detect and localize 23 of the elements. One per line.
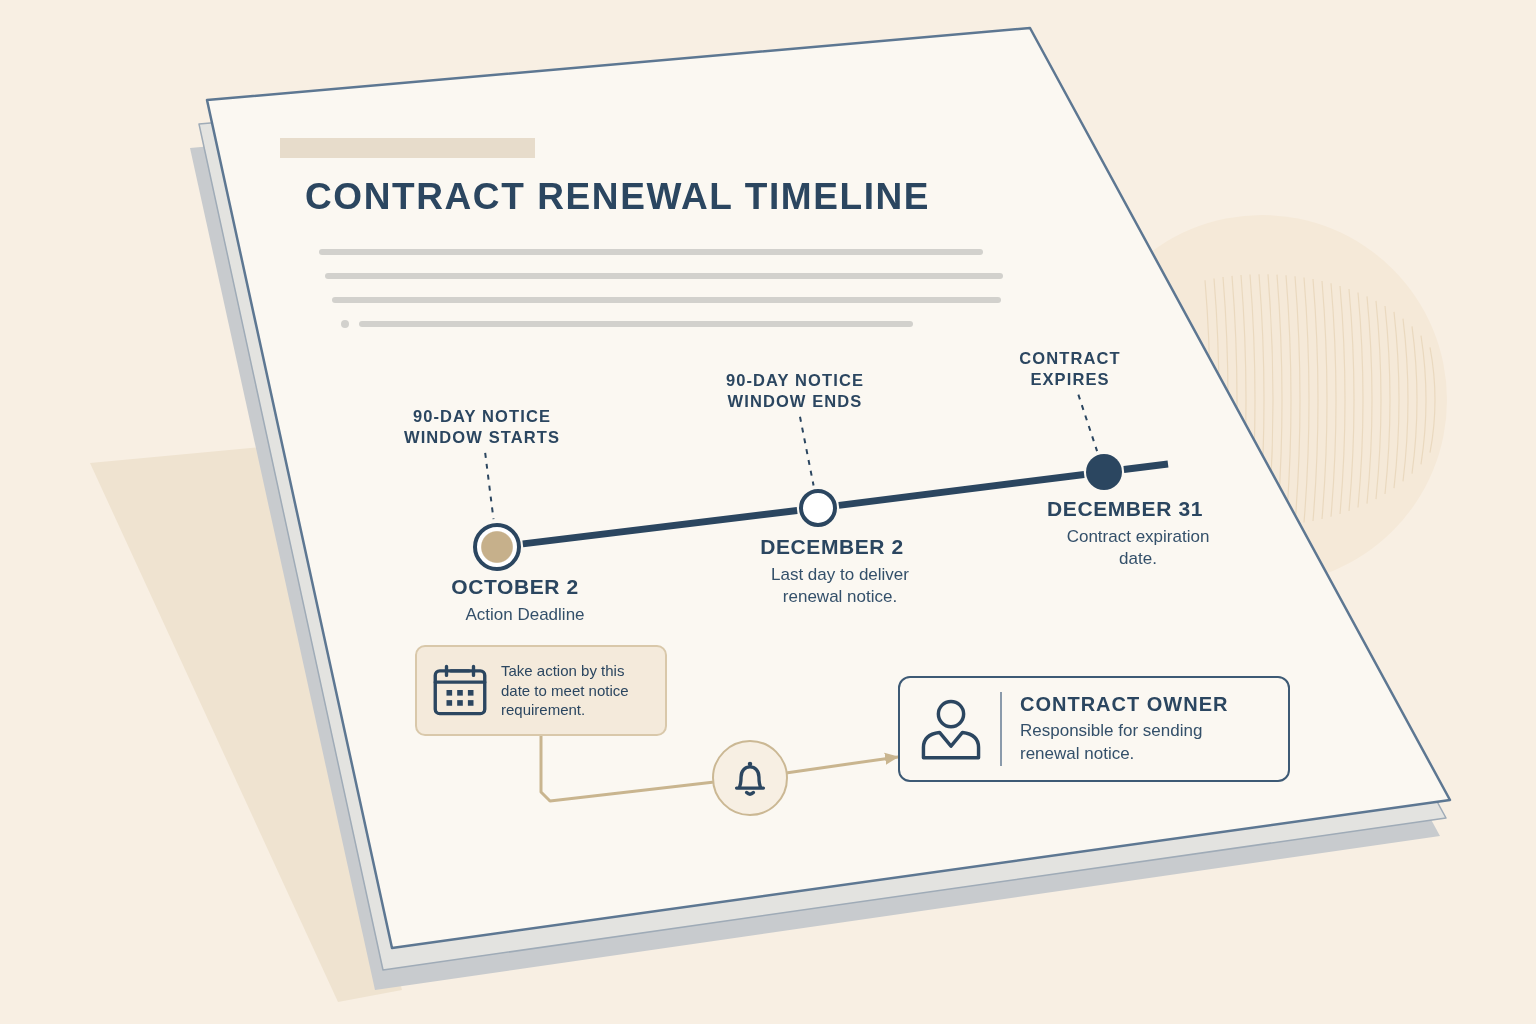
title: CONTRACT RENEWAL TIMELINE <box>305 176 931 218</box>
date-description: Last day to deliver renewal notice. <box>770 564 910 609</box>
card-description: Responsible for sending renewal notice. <box>1020 720 1204 765</box>
arrow <box>786 752 900 775</box>
leader-line <box>484 451 495 521</box>
date-label: OCTOBER 2 <box>451 575 579 599</box>
date-label: DECEMBER 2 <box>760 535 904 559</box>
timeline-line <box>522 507 798 548</box>
milestone-label: 90-DAY NOTICE WINDOW ENDS <box>692 370 898 413</box>
milestone-label: 90-DAY NOTICE WINDOW STARTS <box>379 406 585 449</box>
note-card <box>415 645 667 736</box>
timeline-line <box>1123 460 1169 473</box>
role-card <box>898 676 1290 782</box>
leader-line <box>799 415 815 487</box>
card-heading: CONTRACT OWNER <box>1020 693 1230 717</box>
milestone-label: CONTRACT EXPIRES <box>1000 348 1140 391</box>
date-label: DECEMBER 31 <box>1047 497 1203 521</box>
date-description: Action Deadline <box>465 604 585 626</box>
leader-line <box>1077 393 1099 453</box>
date-description: Contract expiration date. <box>1065 526 1211 571</box>
note-text: Take action by this date to meet notice requirement. <box>501 661 630 720</box>
connector-line <box>539 734 714 803</box>
timeline-line <box>838 471 1085 509</box>
